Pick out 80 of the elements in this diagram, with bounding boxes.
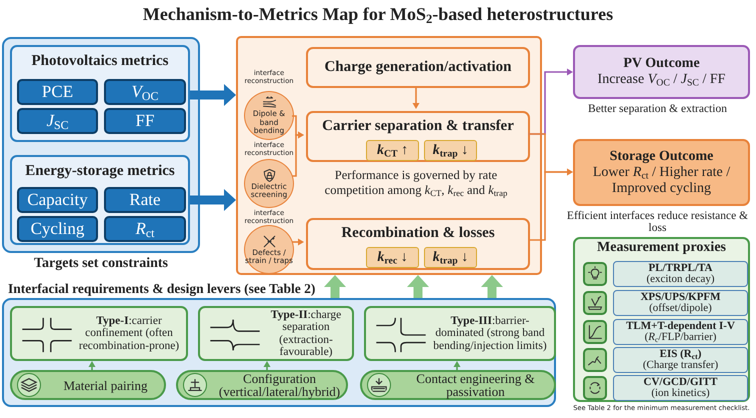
group-heading: Photovoltaics metrics (31, 53, 169, 70)
panel-heading: Interfacial requirements & design levers (see Table 2) (8, 281, 316, 297)
metric-tile: FF (104, 108, 186, 134)
page-title: Mechanism-to-Metrics Map for MoS$_{2}$-based heterostructures (142, 4, 614, 28)
box-heading: Recombination & losses (341, 225, 495, 242)
proxy-box (613, 319, 748, 345)
proxy-box (613, 261, 748, 287)
proxy-box (613, 375, 748, 401)
type-card (198, 306, 354, 361)
card-text: Type-I:carrier confinement (often recombination-prone) (78, 314, 180, 352)
box-text: Increase V$_{OC}$ / J$_{SC}$ / FF (598, 72, 726, 88)
box-text: (offset/dipole) (649, 303, 712, 314)
metric-tile: V$_{OC}$ (104, 79, 186, 105)
process-box: Charge generation/activation (306, 47, 530, 88)
pill-text: Material pairing (62, 378, 149, 392)
mechanism-panel (236, 36, 542, 275)
rate-tile: k$_{trap}$ ↓ (424, 247, 477, 268)
card-text: Type-III:barrier-dominated (strong band bending/injection limits) (432, 314, 548, 352)
proxy-box (613, 290, 748, 316)
icon-tile (583, 376, 607, 400)
box-heading: Carrier separation & transfer (322, 118, 514, 135)
metric-tile: J$_{SC}$ (17, 108, 98, 134)
pill-text: Contact engineering & passivation (415, 372, 536, 398)
box-heading: PL/TRPL/TA (648, 263, 712, 274)
box-text: (Charge transfer) (642, 360, 718, 371)
box-heading: PV Outcome (623, 56, 700, 72)
proxies-panel (573, 237, 750, 402)
rate-tile: k$_{CT}$ ↑ (366, 140, 419, 161)
lever-pill (10, 370, 166, 400)
outcome-note: Efficient interfaces reduce resistance & loss (566, 210, 750, 234)
arrow (88, 361, 96, 370)
metric-group (10, 45, 190, 142)
arrow (528, 168, 573, 241)
box-heading: Storage Outcome (610, 148, 714, 164)
metric-group (10, 155, 190, 245)
metric-tile: Cycling (17, 216, 98, 242)
arrow (292, 238, 304, 246)
arrow (481, 275, 503, 300)
card-text: Type-II:charge separation (extraction-favourable) (270, 308, 342, 358)
note-text: Performance is governed by rate competition among k$_{CT}$, k$_{rec}$ and k$_{trap}$ (324, 168, 508, 198)
arrow (264, 361, 270, 370)
lever-pill (176, 370, 348, 400)
outcome-box (573, 139, 750, 206)
group-heading: Energy-storage metrics (25, 163, 175, 180)
icon-tile (583, 291, 607, 315)
box-text: (exciton decay) (646, 274, 715, 285)
metric-tile: PCE (17, 79, 98, 105)
process-box (306, 111, 530, 162)
box-heading: EIS (R$_{ct}$) (660, 349, 702, 360)
box-text: Lower R$_{ct}$ / Higher rate / Improved cycling (592, 164, 732, 196)
metric-tile: Capacity (17, 187, 98, 213)
arrow (454, 361, 460, 370)
lever-pill (360, 370, 556, 400)
outcome-box (573, 45, 750, 99)
group-heading: Measurement proxies (597, 240, 726, 256)
arrow (407, 275, 429, 300)
arrow (190, 84, 236, 106)
arrow (324, 275, 346, 300)
arrow (190, 189, 236, 211)
box-heading: CV/GCD/GITT (644, 377, 718, 388)
type-card (10, 306, 188, 361)
arrow (292, 132, 304, 177)
box-heading: XPS/UPS/KPFM (640, 292, 721, 303)
rate-tile: k$_{trap}$ ↓ (424, 140, 477, 161)
metric-tile: R$_{ct}$ (104, 216, 186, 242)
box-heading: TLM+T-dependent I-V (626, 321, 735, 332)
process-box (306, 218, 530, 270)
metric-tile: Rate (104, 187, 186, 213)
icon-tile (583, 262, 607, 286)
panel-caption: Targets set constraints (32, 256, 170, 272)
icon-tile (583, 348, 607, 372)
icon-tile (583, 320, 607, 344)
type-card (364, 306, 556, 361)
arrow (412, 86, 420, 109)
outcome-note: Better separation & extraction (587, 103, 728, 115)
box-text: (R$_{c}$/FLP/barrier) (644, 332, 716, 343)
pill-text: Configuration (vertical/lateral/hybrid) (218, 372, 342, 398)
rate-tile: k$_{rec}$ ↓ (366, 247, 419, 268)
box-text: (ion kinetics) (651, 388, 710, 399)
proxy-box (613, 347, 748, 373)
